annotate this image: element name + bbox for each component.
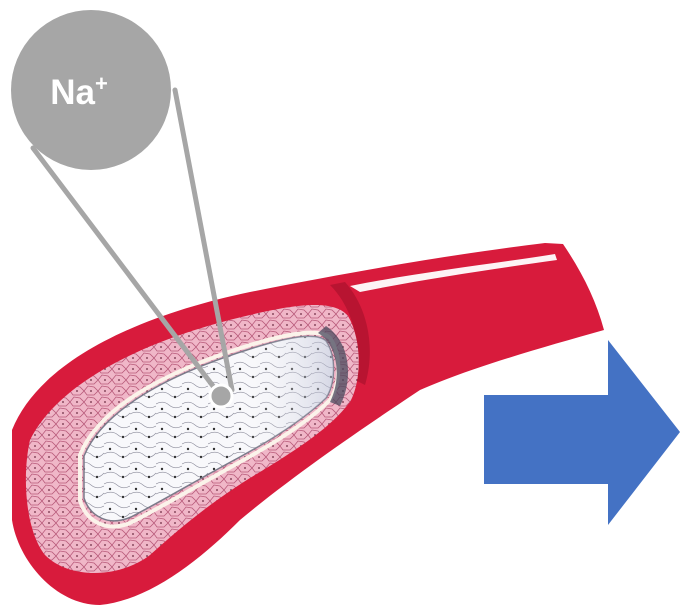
ion-charge: + xyxy=(95,71,108,96)
ion-symbol: Na xyxy=(50,73,95,112)
ion-target-dot xyxy=(210,385,232,407)
right-arrow xyxy=(484,340,680,525)
